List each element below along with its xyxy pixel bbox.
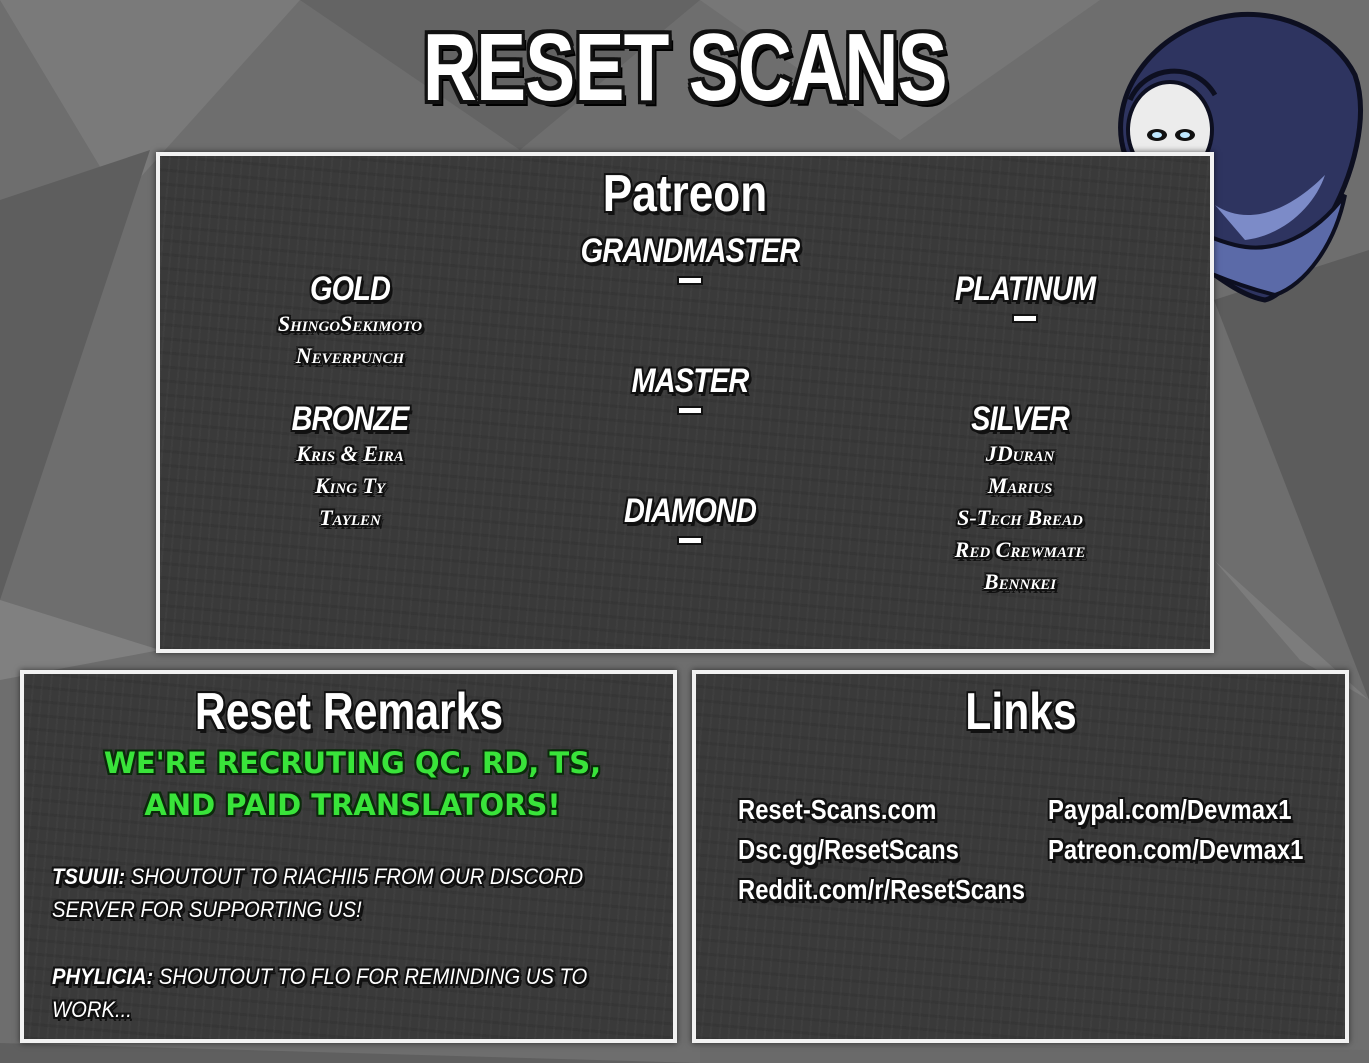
member-name: JDuran xyxy=(985,441,1055,466)
tier-title-diamond: DIAMOND xyxy=(623,492,757,530)
recruit-line-1: WE'RE RECRUTING QC, RD, TS, xyxy=(103,746,602,780)
tier-title-master: MASTER xyxy=(631,362,750,400)
site-title: RESET SCANS xyxy=(422,14,948,121)
member-name: King Ty xyxy=(314,473,386,498)
member-name: Red Crewmate xyxy=(954,537,1086,562)
remark-item: TSUUII: SHOUTOUT TO RIACHII5 FROM OUR DI… xyxy=(52,860,604,926)
tier-diamond: DIAMOND xyxy=(560,492,820,545)
tier-title-gold: GOLD xyxy=(309,270,391,308)
tier-title-bronze: BRONZE xyxy=(291,400,410,438)
remarks-heading: Reset Remarks xyxy=(194,683,504,741)
member-name: Neverpunch xyxy=(295,343,405,368)
tier-empty-dash xyxy=(677,276,703,285)
patreon-panel: Patreon GRANDMASTER GOLD ShingoSekimoto … xyxy=(156,152,1214,653)
remark-item: PHYLICIA: SHOUTOUT TO FLO FOR REMINDING … xyxy=(52,960,604,1026)
member-name: S-Tech Bread xyxy=(957,505,1083,530)
tier-title-platinum: PLATINUM xyxy=(954,270,1096,308)
member-name: Marius xyxy=(987,473,1053,498)
remark-author: TSUUII: xyxy=(52,864,126,889)
links-heading: Links xyxy=(965,683,1077,741)
tier-title-silver: SILVER xyxy=(971,400,1070,438)
member-name: Kris & Eira xyxy=(296,441,404,466)
tier-title-grandmaster: GRANDMASTER xyxy=(580,232,800,270)
link-discord[interactable]: Dsc.gg/ResetScans xyxy=(738,834,959,865)
link-paypal[interactable]: Paypal.com/Devmax1 xyxy=(1048,794,1292,825)
recruit-line-2: AND PAID TRANSLATORS! xyxy=(144,788,561,822)
tier-silver: SILVER JDuran Marius S-Tech Bread Red Cr… xyxy=(890,400,1150,598)
tier-empty-dash xyxy=(1012,314,1038,323)
patreon-heading: Patreon xyxy=(602,165,768,223)
tier-master: MASTER xyxy=(560,362,820,415)
link-reddit[interactable]: Reddit.com/r/ResetScans xyxy=(738,874,1026,905)
remark-author: PHYLICIA: xyxy=(52,964,154,989)
member-name: Taylen xyxy=(319,505,381,530)
remarks-panel: Reset Remarks WE'RE RECRUTING QC, RD, TS… xyxy=(20,670,677,1043)
tier-platinum: PLATINUM xyxy=(895,270,1155,323)
tier-gold: GOLD ShingoSekimoto Neverpunch xyxy=(220,270,480,372)
link-reset-scans[interactable]: Reset-Scans.com xyxy=(738,794,937,825)
remark-text: SHOUTOUT TO RIACHII5 FROM OUR DISCORD SE… xyxy=(52,864,584,922)
member-name: ShingoSekimoto xyxy=(277,311,423,336)
tier-empty-dash xyxy=(677,536,703,545)
tier-bronze: BRONZE Kris & Eira King Ty Taylen xyxy=(220,400,480,534)
links-panel: Links Reset-Scans.com Dsc.gg/ResetScans … xyxy=(692,670,1349,1043)
member-name: Bennkei xyxy=(983,569,1057,594)
tier-grandmaster: GRANDMASTER xyxy=(560,232,820,285)
link-patreon[interactable]: Patreon.com/Devmax1 xyxy=(1048,834,1304,865)
remark-text: SHOUTOUT TO FLO FOR REMINDING US TO WORK… xyxy=(52,964,588,1022)
tier-empty-dash xyxy=(677,406,703,415)
